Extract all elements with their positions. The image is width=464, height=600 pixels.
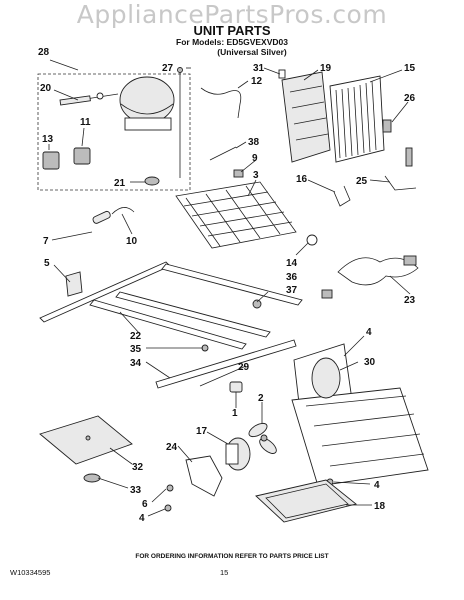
callout-6: 6 bbox=[142, 499, 148, 510]
part-fan-blade bbox=[248, 422, 277, 454]
variant-line: (Universal Silver) bbox=[217, 47, 287, 57]
part-14 bbox=[306, 234, 318, 246]
callout-4-top: 4 bbox=[366, 327, 372, 338]
callout-4-bottom: 4 bbox=[139, 513, 145, 524]
part-drain-pan bbox=[255, 479, 357, 523]
callout-13: 13 bbox=[42, 134, 54, 145]
callout-37: 37 bbox=[286, 285, 298, 296]
part-26 bbox=[382, 119, 392, 133]
callout-15: 15 bbox=[404, 63, 416, 74]
callout-3: 3 bbox=[253, 170, 259, 181]
callout-9: 9 bbox=[252, 153, 258, 164]
part-tube-12 bbox=[200, 87, 242, 119]
callout-10: 10 bbox=[126, 236, 138, 247]
part-evaporator-cover bbox=[278, 69, 331, 163]
part-tube-38 bbox=[209, 146, 237, 161]
document-number: W10334595 bbox=[10, 568, 51, 577]
screw-6 bbox=[166, 484, 174, 492]
part-base-pan bbox=[291, 343, 429, 487]
part-10 bbox=[111, 207, 135, 215]
part-compressor bbox=[119, 67, 183, 186]
callout-18: 18 bbox=[374, 501, 386, 512]
callout-14: 14 bbox=[286, 258, 298, 269]
callout-28: 28 bbox=[38, 47, 50, 58]
callout-11: 11 bbox=[80, 117, 91, 128]
screw-4 bbox=[164, 504, 172, 512]
callout-4-right: 4 bbox=[374, 480, 380, 491]
callout-23: 23 bbox=[404, 295, 416, 306]
part-relay bbox=[73, 147, 91, 165]
callout-16: 16 bbox=[296, 174, 308, 185]
part-9 bbox=[233, 169, 244, 178]
callout-7: 7 bbox=[43, 236, 49, 247]
callout-labels: 28 27 20 13 11 21 31 19 15 12 26 38 9 3 … bbox=[38, 47, 416, 524]
part-base-frame bbox=[39, 261, 303, 352]
part-overload bbox=[42, 151, 60, 170]
part-25 bbox=[384, 175, 417, 191]
part-16 bbox=[333, 185, 351, 207]
callout-12: 12 bbox=[251, 76, 263, 87]
part-relay-harness bbox=[59, 92, 119, 106]
callout-30: 30 bbox=[364, 357, 376, 368]
callout-2: 2 bbox=[258, 393, 264, 404]
callout-25: 25 bbox=[356, 176, 368, 187]
models-line: For Models: ED5GVEXVD03 bbox=[176, 37, 288, 47]
part-1 bbox=[229, 381, 243, 393]
callout-1: 1 bbox=[232, 408, 238, 419]
callout-5: 5 bbox=[44, 258, 50, 269]
part-cover-32 bbox=[39, 415, 133, 465]
part-34 bbox=[155, 339, 297, 389]
page-title: UNIT PARTS bbox=[193, 23, 271, 38]
page-number: 15 bbox=[220, 568, 229, 577]
part-5 bbox=[65, 271, 83, 297]
callout-35: 35 bbox=[130, 344, 142, 355]
callout-38: 38 bbox=[248, 137, 260, 148]
part-26b bbox=[405, 147, 413, 167]
part-evaporator-coil bbox=[329, 75, 385, 163]
callout-33: 33 bbox=[130, 485, 142, 496]
part-33 bbox=[83, 473, 101, 483]
part-defrost-heater bbox=[175, 181, 297, 249]
part-7 bbox=[92, 210, 111, 224]
callout-29: 29 bbox=[238, 362, 250, 373]
callout-19: 19 bbox=[320, 63, 332, 74]
callout-32: 32 bbox=[132, 462, 144, 473]
ordering-note: FOR ORDERING INFORMATION REFER TO PARTS … bbox=[135, 553, 329, 560]
callout-17: 17 bbox=[196, 426, 208, 437]
callout-34: 34 bbox=[130, 358, 142, 369]
callout-36: 36 bbox=[286, 272, 298, 283]
callout-21: 21 bbox=[114, 178, 126, 189]
callout-26: 26 bbox=[404, 93, 416, 104]
compressor-group-box bbox=[37, 73, 191, 191]
callout-24: 24 bbox=[166, 442, 178, 453]
callout-31: 31 bbox=[253, 63, 265, 74]
part-wire-harness bbox=[321, 255, 419, 299]
watermark: AppliancePartsPros.com bbox=[76, 0, 388, 29]
callout-20: 20 bbox=[40, 83, 52, 94]
callout-27: 27 bbox=[162, 63, 174, 74]
leader-lines bbox=[48, 59, 411, 517]
part-motor-bracket bbox=[185, 455, 223, 497]
part-fan-motor bbox=[225, 437, 251, 471]
callout-22: 22 bbox=[130, 331, 142, 342]
